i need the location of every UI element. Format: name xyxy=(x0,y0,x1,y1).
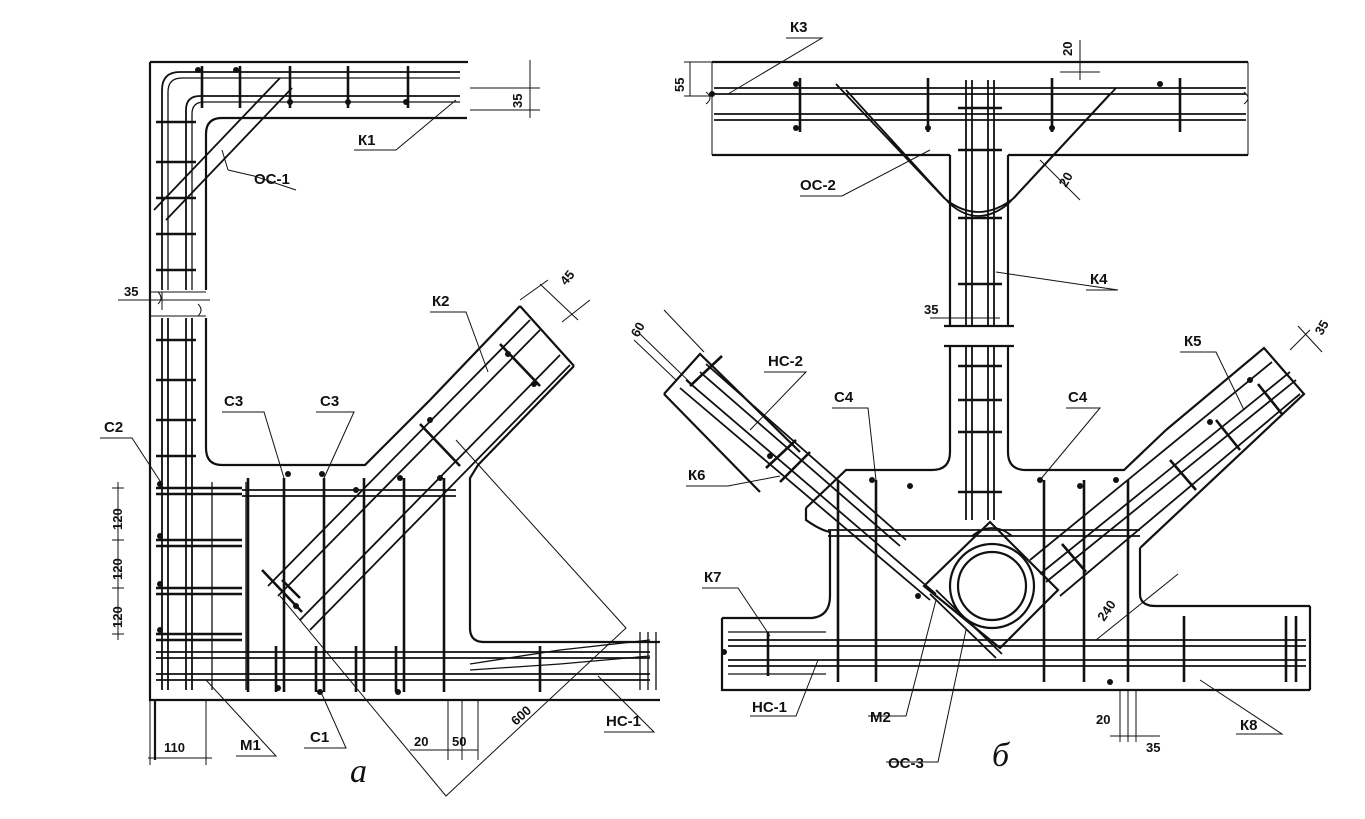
wall-top-slab-b xyxy=(712,60,1248,157)
label-hc1-b: НС-1 xyxy=(752,699,787,716)
dim-a-120-1: 120 xyxy=(110,508,125,530)
label-m2: М2 xyxy=(870,709,891,726)
dim-a-k2-45: 45 xyxy=(557,267,578,288)
caption-b: б xyxy=(992,737,1011,774)
label-os3: ОС-3 xyxy=(888,755,924,772)
wall-stem-b xyxy=(944,155,1014,452)
wall-lower-b3 xyxy=(1138,548,1312,690)
bar-c3-horizontal xyxy=(242,489,456,497)
label-c4-left: С4 xyxy=(834,389,854,406)
label-k4: К4 xyxy=(1090,271,1108,288)
label-c3-right: С3 xyxy=(320,393,339,410)
hc2-bars-b xyxy=(679,355,937,601)
dim-b-240: 240 xyxy=(1094,597,1119,623)
dim-a-50: 50 xyxy=(452,734,466,749)
k5-bars-b xyxy=(1029,361,1301,597)
label-os2: ОС-2 xyxy=(800,177,836,194)
bar-k1-outer xyxy=(161,71,460,290)
leaders-b xyxy=(686,37,1284,763)
label-k8: К8 xyxy=(1240,717,1258,734)
label-c2: С2 xyxy=(104,419,123,436)
label-c3-left: С3 xyxy=(224,393,243,410)
wall-lower-b2 xyxy=(720,508,1310,692)
wall-outline-a-inner xyxy=(204,116,467,467)
dim-b-left55: 55 xyxy=(672,78,687,92)
stirrups-junction-a xyxy=(246,478,542,692)
k2-bars-a xyxy=(261,319,571,631)
dim-b-k4-35: 35 xyxy=(924,302,938,317)
wall-right-branch-b xyxy=(1139,346,1306,549)
dim-a-110: 110 xyxy=(164,740,185,755)
wall-outline-a-outer xyxy=(148,60,470,760)
dim-b-20: 20 xyxy=(1096,712,1110,727)
stirrups-vertical-a xyxy=(156,120,196,458)
dimension-lines-b xyxy=(633,40,1323,742)
label-k2: К2 xyxy=(432,293,450,310)
dim-b-hc2-60: 60 xyxy=(628,319,648,339)
dim-a-120-3: 120 xyxy=(110,606,125,628)
break-mark-a xyxy=(150,291,206,317)
wall-lower-b xyxy=(805,429,1167,509)
bar-dots-b xyxy=(709,81,1253,685)
leaders-a xyxy=(100,99,656,757)
k3-bars-b xyxy=(714,78,1246,132)
dim-b-k5-35: 35 xyxy=(1312,317,1332,337)
dimension-lines-a xyxy=(112,60,627,797)
k4-bars-b xyxy=(958,80,1002,520)
label-c1: С1 xyxy=(310,729,329,746)
bar-k1-inner2 xyxy=(191,101,460,290)
label-k6: К6 xyxy=(688,467,706,484)
dim-a-120-2: 120 xyxy=(110,558,125,580)
label-hc2: НС-2 xyxy=(768,353,803,370)
bar-dots-a xyxy=(157,67,537,695)
caption-a: а xyxy=(350,753,367,790)
stirrups-top-a xyxy=(200,66,410,108)
label-k7: К7 xyxy=(704,569,722,586)
bottom-bars-b xyxy=(728,616,1306,682)
dim-a-top35: 35 xyxy=(510,94,525,108)
bar-vertical-lower xyxy=(161,318,193,690)
break-marks-b-top xyxy=(705,62,1249,155)
label-k1: К1 xyxy=(358,132,376,149)
m2-sleeve-b xyxy=(922,520,1060,659)
dim-b-top20: 20 xyxy=(1060,42,1075,56)
drawing-a: К1 ОС-1 К2 С3 С3 С2 М1 С1 НС-1 35 35 45 … xyxy=(100,60,660,797)
bar-os2 xyxy=(835,83,1117,217)
drawing-b: К3 ОС-2 К4 К5 НС-2 С4 С4 К6 К7 НС-1 М2 О… xyxy=(628,19,1332,774)
label-k5: К5 xyxy=(1184,333,1202,350)
wall-left-branch-b xyxy=(663,352,801,493)
bar-k1-inner xyxy=(185,95,460,290)
label-c4-right: С4 xyxy=(1068,389,1088,406)
dim-a-side35: 35 xyxy=(124,284,138,299)
label-os1: ОС-1 xyxy=(254,171,290,188)
label-m1: М1 xyxy=(240,737,261,754)
dim-a-600: 600 xyxy=(508,703,534,729)
c2-bars-a xyxy=(156,482,247,690)
label-hc1-a: НС-1 xyxy=(606,713,641,730)
dim-b-os2-20: 20 xyxy=(1056,169,1076,189)
wall-bottom-a xyxy=(470,305,660,702)
dim-a-20: 20 xyxy=(414,734,428,749)
label-k3: К3 xyxy=(790,19,808,36)
stirrups-junction-b xyxy=(836,480,1130,682)
dim-b-35: 35 xyxy=(1146,740,1160,755)
bar-k1-outer2 xyxy=(167,77,460,290)
wall-branch-a xyxy=(429,305,660,644)
